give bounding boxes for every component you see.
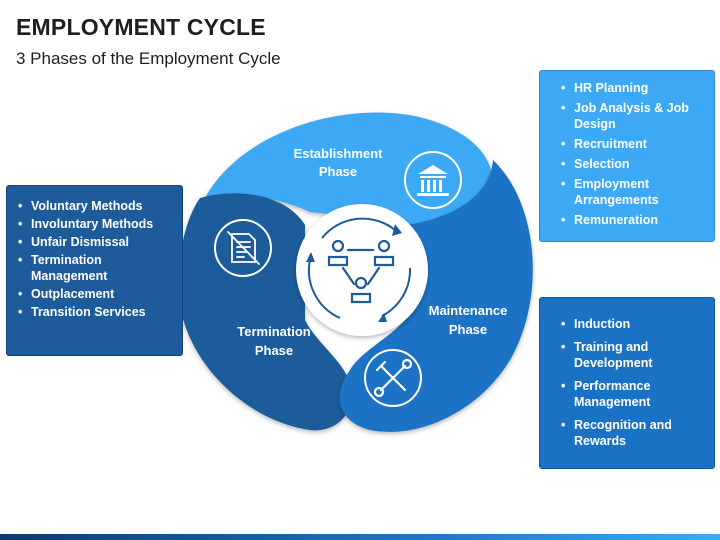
termination-phase-label-line2: Phase (255, 343, 293, 358)
list-item: Involuntary Methods (11, 216, 172, 232)
cancelled-document-icon (227, 231, 260, 265)
establishment-items-list: HR Planning Job Analysis & Job Design Re… (554, 80, 704, 228)
termination-phase-shape (177, 193, 352, 431)
page-subtitle: 3 Phases of the Employment Cycle (16, 49, 281, 68)
list-item: Recruitment (554, 136, 704, 152)
list-item: Job Analysis & Job Design (554, 100, 704, 132)
list-item: Transition Services (11, 304, 172, 320)
establishment-phase-label-line2: Phase (319, 164, 357, 179)
maintenance-phase-shape (339, 160, 533, 432)
maintenance-details-box: Induction Training and Development Perfo… (539, 297, 715, 469)
page-title: EMPLOYMENT CYCLE (16, 14, 266, 40)
wrench-screwdriver-icon (373, 358, 413, 398)
termination-details-box: Voluntary Methods Involuntary Methods Un… (6, 185, 183, 356)
termination-items-list: Voluntary Methods Involuntary Methods Un… (11, 198, 172, 320)
establishment-phase-label-line1: Establishment (294, 146, 384, 161)
list-item: Voluntary Methods (11, 198, 172, 214)
list-item: Outplacement (11, 286, 172, 302)
list-item: HR Planning (554, 80, 704, 96)
list-item: Termination Management (11, 252, 172, 284)
list-item: Recognition and Rewards (554, 417, 704, 449)
center-circle (296, 204, 428, 336)
maintenance-items-list: Induction Training and Development Perfo… (554, 316, 704, 449)
list-item: Selection (554, 156, 704, 172)
bottom-accent-bar (0, 534, 720, 540)
list-item: Induction (554, 316, 704, 332)
establishment-phase-shape (205, 112, 493, 228)
list-item: Employment Arrangements (554, 176, 704, 208)
list-item: Remuneration (554, 212, 704, 228)
maintenance-phase-label-line2: Phase (449, 322, 487, 337)
list-item: Unfair Dismissal (11, 234, 172, 250)
establishment-details-box: HR Planning Job Analysis & Job Design Re… (539, 70, 715, 242)
cycle-arrows (307, 217, 412, 319)
termination-phase-label-line1: Termination (237, 324, 310, 339)
people-cycle-icon (327, 239, 395, 304)
maintenance-phase-label-line1: Maintenance (429, 303, 508, 318)
list-item: Training and Development (554, 339, 704, 371)
bank-building-icon (417, 165, 449, 196)
list-item: Performance Management (554, 378, 704, 410)
